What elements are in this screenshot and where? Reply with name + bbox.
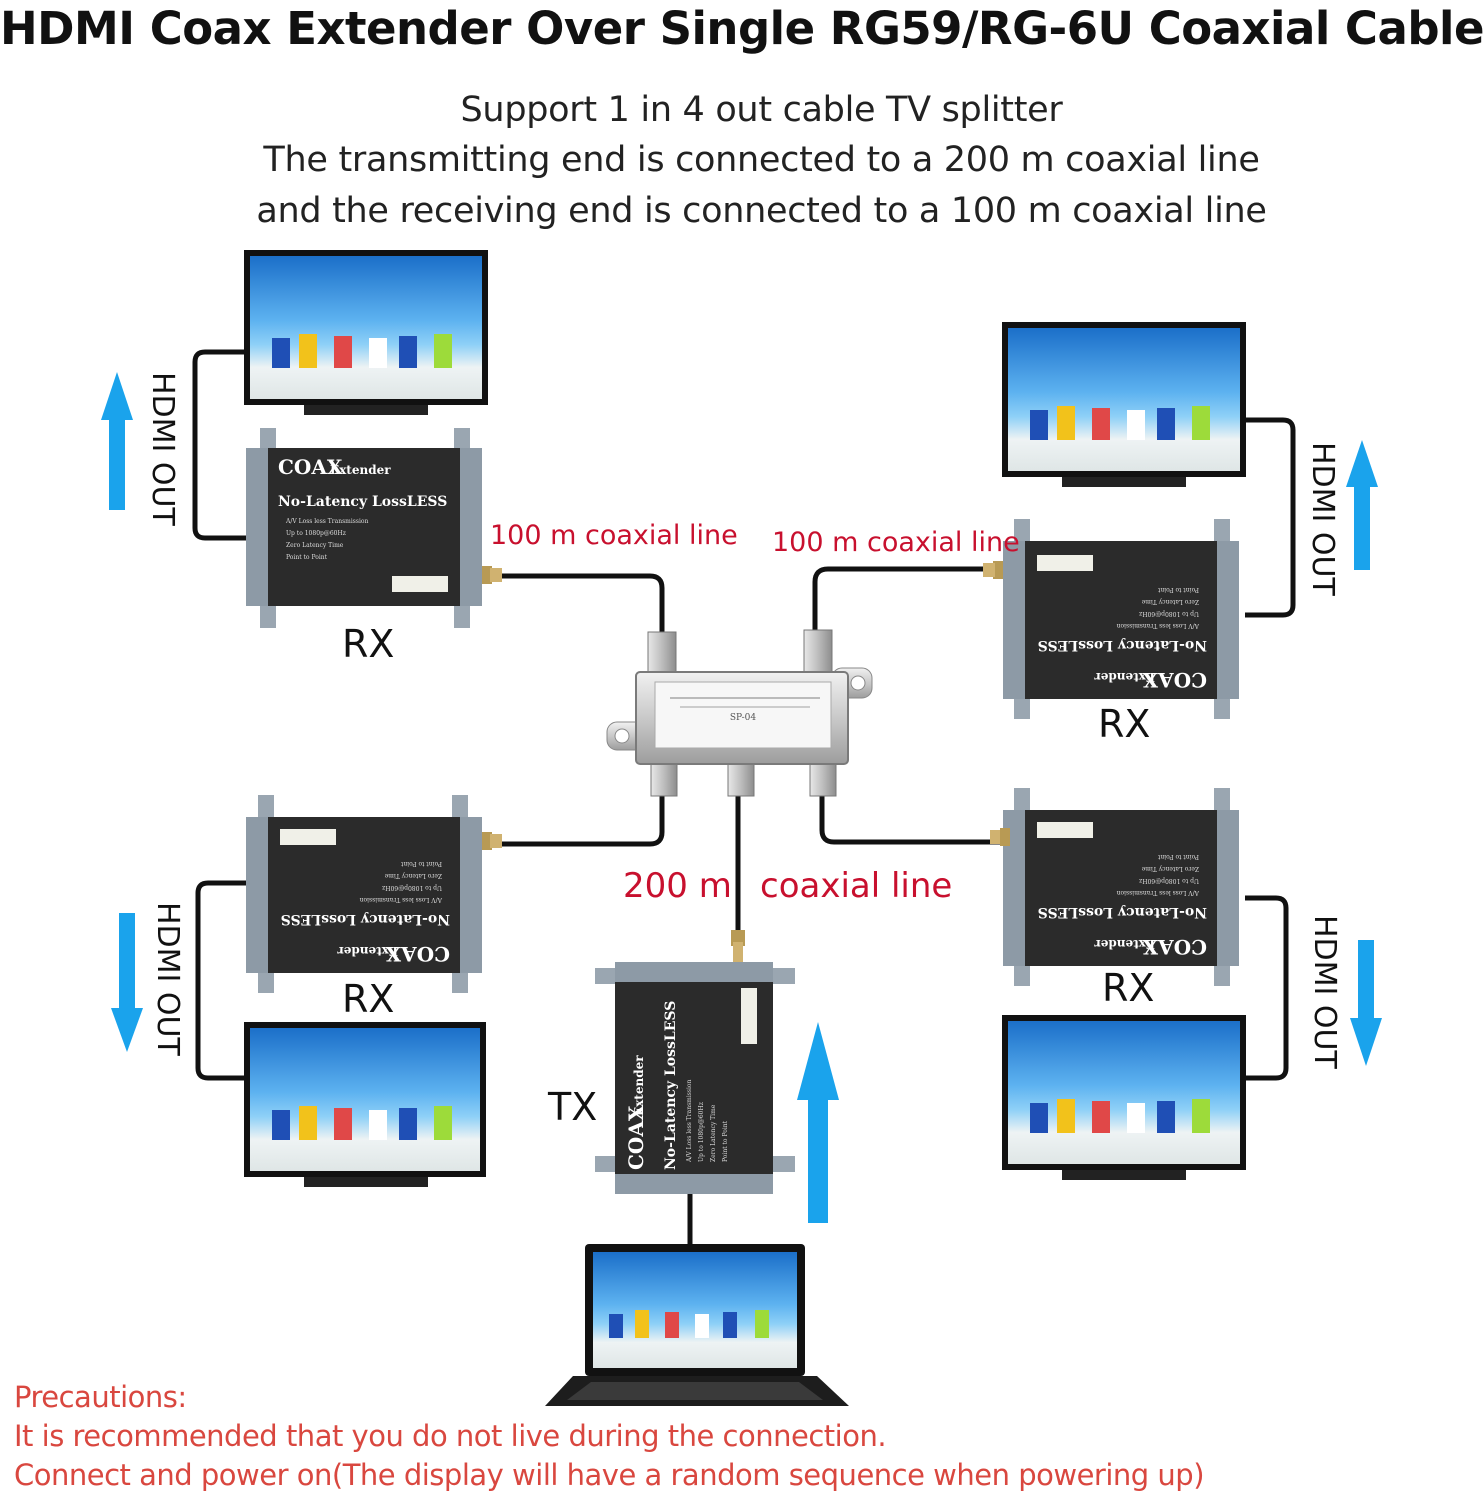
brand-logo: COAX [385, 942, 450, 966]
cable-splitter: SP-04 [606, 629, 873, 797]
rx-label-top-right: RX [1098, 702, 1151, 746]
brand-logo: COAX [278, 455, 343, 479]
feature-1: A/V Loss less Transmission [686, 1080, 693, 1163]
arrow-down-icon [111, 913, 143, 1052]
beach-chairs [272, 334, 452, 368]
feature-1: A/V Loss less Transmission [1117, 889, 1200, 896]
device-headline: No-Latency LossLESS [1038, 904, 1207, 920]
coax-cable-rx-bottom-left [485, 790, 665, 847]
tx-label: TX [548, 1085, 598, 1129]
tv-top-left [244, 250, 488, 415]
hdmi-cable-top-right [1245, 417, 1296, 618]
device-headline: No-Latency LossLESS [663, 1001, 679, 1170]
coax-cables [485, 566, 1003, 940]
brand-suffix: Extender [330, 463, 391, 477]
brand-suffix: Extender [632, 1055, 646, 1116]
device-headline: No-Latency LossLESS [278, 494, 447, 510]
brand-logo: COAX [1142, 935, 1207, 959]
brand-logo: COAX [1142, 668, 1207, 692]
feature-4: Point to Point [286, 554, 328, 561]
cable-label-right-top: 100 m coaxial line [772, 527, 1020, 558]
feature-2: Up to 1080p@60Hz [1139, 877, 1199, 884]
splitter-model-label: SP-04 [730, 713, 756, 723]
rx-label-bottom-left: RX [342, 977, 395, 1021]
subtitle-line-1: Support 1 in 4 out cable TV splitter [460, 90, 1063, 130]
hdmi-out-label-bottom-right: HDMI OUT [1307, 915, 1342, 1069]
brand-logo: COAX [624, 1105, 648, 1170]
arrow-up-icon [797, 1022, 839, 1223]
device-headline: No-Latency LossLESS [1038, 637, 1207, 653]
brand-suffix: Extender [337, 944, 398, 958]
brand-suffix: Extender [1094, 670, 1155, 684]
feature-4: Point to Point [400, 860, 442, 867]
rx-extender-bottom-right: COAX Extender No-Latency LossLESS A/V Lo… [990, 788, 1239, 986]
brand-suffix: Extender [1094, 937, 1155, 951]
device-headline: No-Latency LossLESS [281, 911, 450, 927]
feature-4: Point to Point [722, 1120, 729, 1162]
coax-cable-rx-top-right [812, 566, 1003, 640]
feature-1: A/V Loss less Transmission [360, 896, 443, 903]
coax-cable-rx-bottom-right [819, 790, 1003, 845]
rx-label-bottom-right: RX [1102, 966, 1155, 1010]
rx-extender-top-left: COAX Extender No-Latency LossLESS A/V Lo… [246, 428, 502, 628]
precautions-line-2: Connect and power on(The display will ha… [14, 1458, 1205, 1492]
tx-extender: COAX Extender No-Latency LossLESS A/V Lo… [595, 930, 795, 1194]
feature-4: Point to Point [1157, 586, 1199, 593]
cable-label-tx-type: coaxial line [760, 866, 953, 906]
hdmi-cables [192, 349, 1296, 1250]
tv-top-right [1002, 322, 1246, 487]
cable-label-tx-length: 200 m [623, 866, 732, 906]
rx-extender-bottom-left: COAX Extender No-Latency LossLESS A/V Lo… [246, 795, 502, 993]
precautions-heading: Precautions: [14, 1380, 187, 1414]
tv-bottom-left [244, 1022, 486, 1187]
feature-2: Up to 1080p@60Hz [382, 884, 442, 891]
feature-4: Point to Point [1157, 853, 1199, 860]
hdmi-cable-bottom-left [195, 880, 250, 1081]
feature-2: Up to 1080p@60Hz [698, 1102, 705, 1162]
laptop [545, 1244, 849, 1406]
hdmi-out-label-top-left: HDMI OUT [145, 372, 180, 526]
feature-2: Up to 1080p@60Hz [286, 530, 346, 537]
feature-3: Zero Latency Time [384, 872, 442, 879]
hdmi-out-label-top-right: HDMI OUT [1305, 442, 1340, 596]
feature-1: A/V Loss less Transmission [1117, 622, 1200, 629]
feature-3: Zero Latency Time [1141, 598, 1199, 605]
feature-2: Up to 1080p@60Hz [1139, 610, 1199, 617]
arrow-down-icon [1350, 940, 1382, 1066]
hdmi-out-label-bottom-left: HDMI OUT [150, 902, 185, 1056]
hdmi-cable-top-left [192, 349, 247, 541]
arrow-up-icon [101, 372, 133, 510]
cable-label-left-top: 100 m coaxial line [490, 520, 738, 551]
feature-3: Zero Latency Time [1141, 865, 1199, 872]
precautions-line-1: It is recommended that you do not live d… [14, 1419, 887, 1453]
tv-bottom-right [1002, 1015, 1246, 1180]
arrow-up-icon [1346, 440, 1378, 570]
coax-cable-rx-top-left [490, 573, 665, 640]
feature-1: A/V Loss less Transmission [285, 518, 368, 525]
subtitle-line-3: and the receiving end is connected to a … [256, 191, 1267, 231]
feature-3: Zero Latency Time [286, 542, 344, 549]
subtitle-line-2: The transmitting end is connected to a 2… [263, 140, 1260, 180]
feature-3: Zero Latency Time [710, 1104, 717, 1162]
rx-label-top-left: RX [342, 622, 395, 666]
hdmi-cable-bottom-right [1245, 895, 1289, 1081]
rx-extender-top-right: COAX Extender No-Latency LossLESS A/V Lo… [983, 519, 1239, 719]
page-title: HDMI Coax Extender Over Single RG59/RG-6… [0, 2, 1483, 55]
